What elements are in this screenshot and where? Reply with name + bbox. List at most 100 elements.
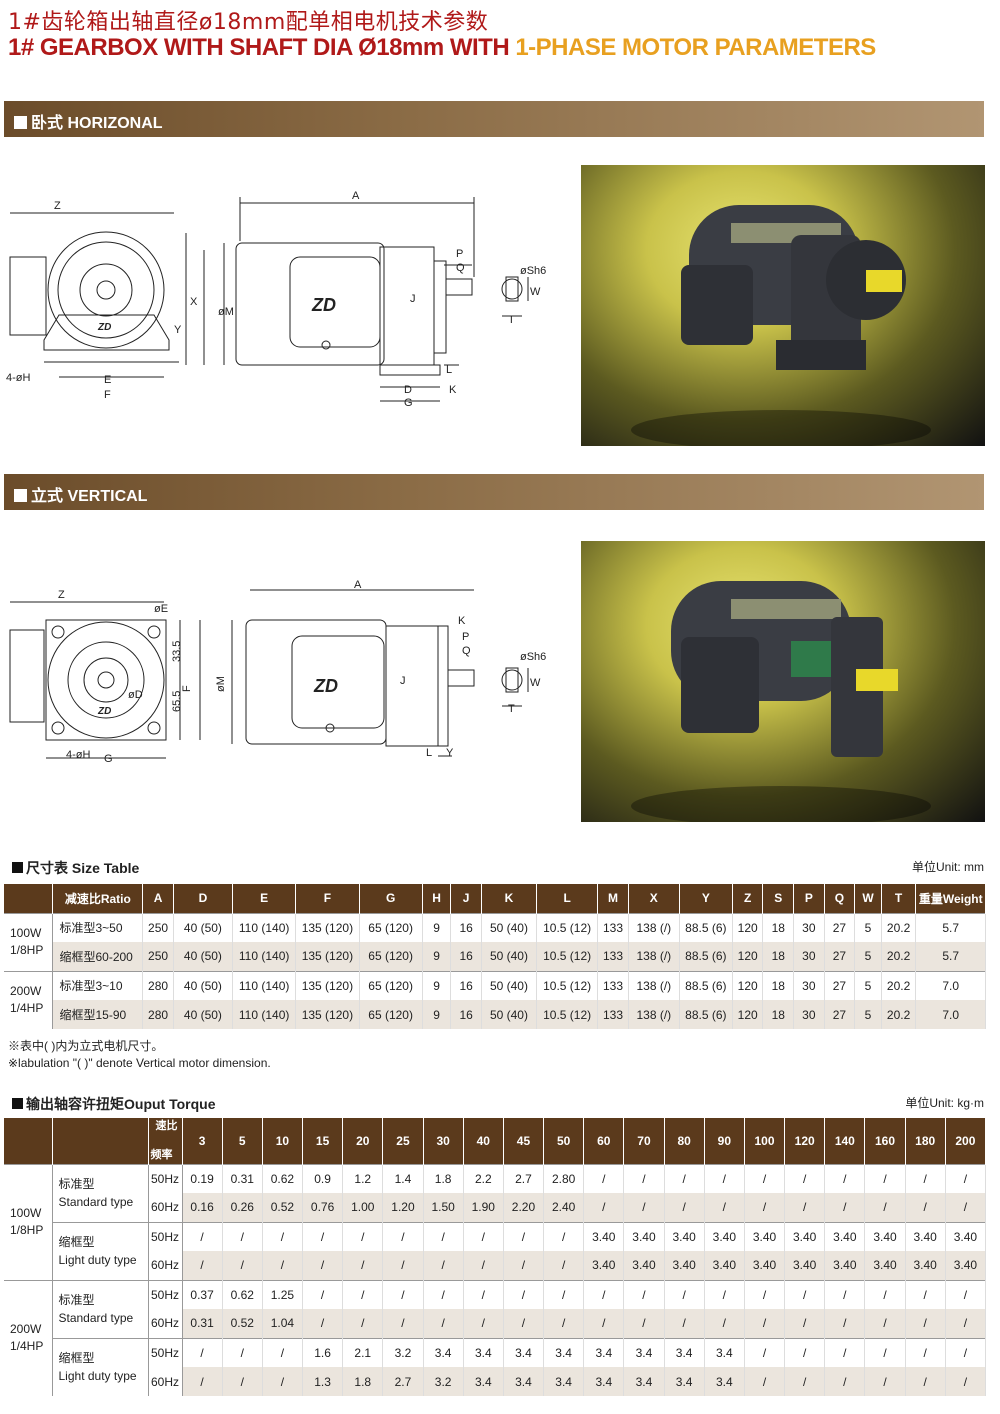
size-value-cell: 9 (422, 942, 452, 971)
dim-label: L (426, 747, 432, 759)
torque-value-cell: 1.8 (342, 1367, 384, 1396)
square-bullet-icon (14, 489, 27, 502)
torque-value-cell: / (664, 1309, 705, 1338)
size-value-cell: 138 (/) (628, 1000, 680, 1029)
dim-label: A (352, 190, 360, 202)
torque-value-cell: / (342, 1251, 384, 1280)
size-value-cell: 110 (140) (232, 942, 297, 971)
size-header-d: D (173, 884, 234, 913)
torque-value-cell: 3.4 (583, 1367, 625, 1396)
power-hp: 1/4HP (10, 1339, 44, 1354)
size-header-k: K (481, 884, 538, 913)
torque-value-cell: 3.40 (864, 1251, 906, 1280)
torque-value-cell: / (945, 1163, 987, 1193)
type-en: Light duty type (58, 1253, 137, 1267)
dim-label: Z (58, 589, 65, 601)
torque-value-cell: / (342, 1309, 384, 1338)
size-value-cell: 27 (824, 942, 856, 971)
corner-top: 速比 (155, 1120, 178, 1132)
torque-value-cell: / (382, 1221, 424, 1251)
size-header-j: J (450, 884, 482, 913)
torque-value-cell: / (222, 1251, 263, 1280)
torque-value-cell: 2.2 (463, 1163, 504, 1193)
size-note-cn: ※表中( )内为立式电机尺寸。 (8, 1039, 164, 1053)
dim-label: J (410, 293, 416, 305)
torque-value-cell: 0.31 (182, 1309, 223, 1338)
dim-label: T (508, 314, 515, 326)
torque-value-cell: / (704, 1193, 745, 1222)
size-value-cell: 88.5 (6) (679, 970, 733, 1000)
torque-value-cell: / (744, 1193, 786, 1222)
torque-value-cell: / (382, 1279, 424, 1309)
dim-label: Y (446, 747, 454, 759)
size-type-cell: 标准型3~50 (52, 912, 144, 942)
torque-value-cell: 1.8 (423, 1163, 464, 1193)
torque-value-cell: 1.3 (302, 1367, 344, 1396)
size-value-cell: 120 (732, 912, 764, 942)
size-value-cell: 133 (597, 970, 629, 1000)
horizontal-side-logo: ZD (311, 295, 336, 315)
torque-value-cell: / (784, 1367, 826, 1396)
size-value-cell: 120 (732, 970, 764, 1000)
torque-value-cell: / (784, 1279, 826, 1309)
size-header-t: T (881, 884, 917, 913)
torque-value-cell: / (905, 1367, 946, 1396)
torque-header-ratio: 20 (342, 1118, 384, 1164)
torque-value-cell: 0.37 (182, 1279, 223, 1309)
torque-value-cell: / (945, 1309, 987, 1338)
size-value-cell: 120 (732, 1000, 764, 1029)
size-value-cell: 5 (854, 912, 882, 942)
torque-value-cell: 3.4 (704, 1337, 745, 1367)
torque-value-cell: 3.40 (784, 1251, 826, 1280)
torque-value-cell: 1.04 (262, 1309, 304, 1338)
size-header-e: E (232, 884, 297, 913)
size-value-cell: 18 (762, 1000, 795, 1029)
torque-header-ratio: 70 (623, 1118, 665, 1164)
size-value-cell: 18 (762, 912, 795, 942)
torque-value-cell: / (222, 1221, 263, 1251)
torque-value-cell: 3.4 (503, 1367, 545, 1396)
torque-value-cell: / (664, 1193, 705, 1222)
torque-value-cell: / (262, 1221, 304, 1251)
size-value-cell: 30 (793, 942, 825, 971)
dim-label: øE (154, 603, 168, 615)
section-bar-vertical: 立式 VERTICAL (4, 474, 984, 510)
torque-value-cell: 1.2 (342, 1163, 384, 1193)
dim-label: øM (215, 676, 227, 692)
torque-value-cell: / (864, 1309, 906, 1338)
size-value-cell: 133 (597, 942, 629, 971)
torque-value-cell: 0.19 (182, 1163, 223, 1193)
size-table: 减速比Ratio A D E F G H J K L M X Y Z S P Q… (4, 884, 986, 1029)
square-bullet-icon (14, 116, 27, 129)
torque-value-cell: / (784, 1163, 826, 1193)
size-value-cell: 88.5 (6) (679, 1000, 733, 1029)
torque-value-cell: 3.40 (704, 1251, 745, 1280)
torque-value-cell: 2.20 (503, 1193, 545, 1222)
torque-value-cell: / (864, 1193, 906, 1222)
torque-value-cell: / (423, 1221, 464, 1251)
torque-header-ratio: 120 (784, 1118, 826, 1164)
torque-value-cell: / (905, 1193, 946, 1222)
size-table-title: 尺寸表 Size Table (12, 858, 139, 878)
dim-label: F (181, 685, 193, 692)
torque-value-cell: / (342, 1279, 384, 1309)
torque-header-ratio: 180 (905, 1118, 946, 1164)
torque-value-cell: / (503, 1251, 545, 1280)
size-value-cell: 20.2 (881, 970, 917, 1000)
size-value-cell: 5.7 (915, 912, 986, 942)
torque-value-cell: 0.52 (262, 1193, 304, 1222)
square-bullet-icon (12, 862, 23, 873)
size-type-cell: 缩框型60-200 (52, 942, 144, 971)
torque-value-cell: 3.40 (664, 1221, 705, 1251)
dim-label: Z (54, 200, 61, 212)
size-value-cell: 40 (50) (173, 1000, 234, 1029)
power-hp: 1/8HP (10, 943, 44, 957)
size-value-cell: 5.7 (915, 942, 986, 971)
torque-value-cell: / (864, 1337, 906, 1367)
power-watts: 200W (10, 984, 42, 999)
size-value-cell: 16 (450, 942, 482, 971)
horizontal-motor-photo (581, 165, 985, 446)
torque-value-cell: 3.4 (583, 1337, 625, 1367)
